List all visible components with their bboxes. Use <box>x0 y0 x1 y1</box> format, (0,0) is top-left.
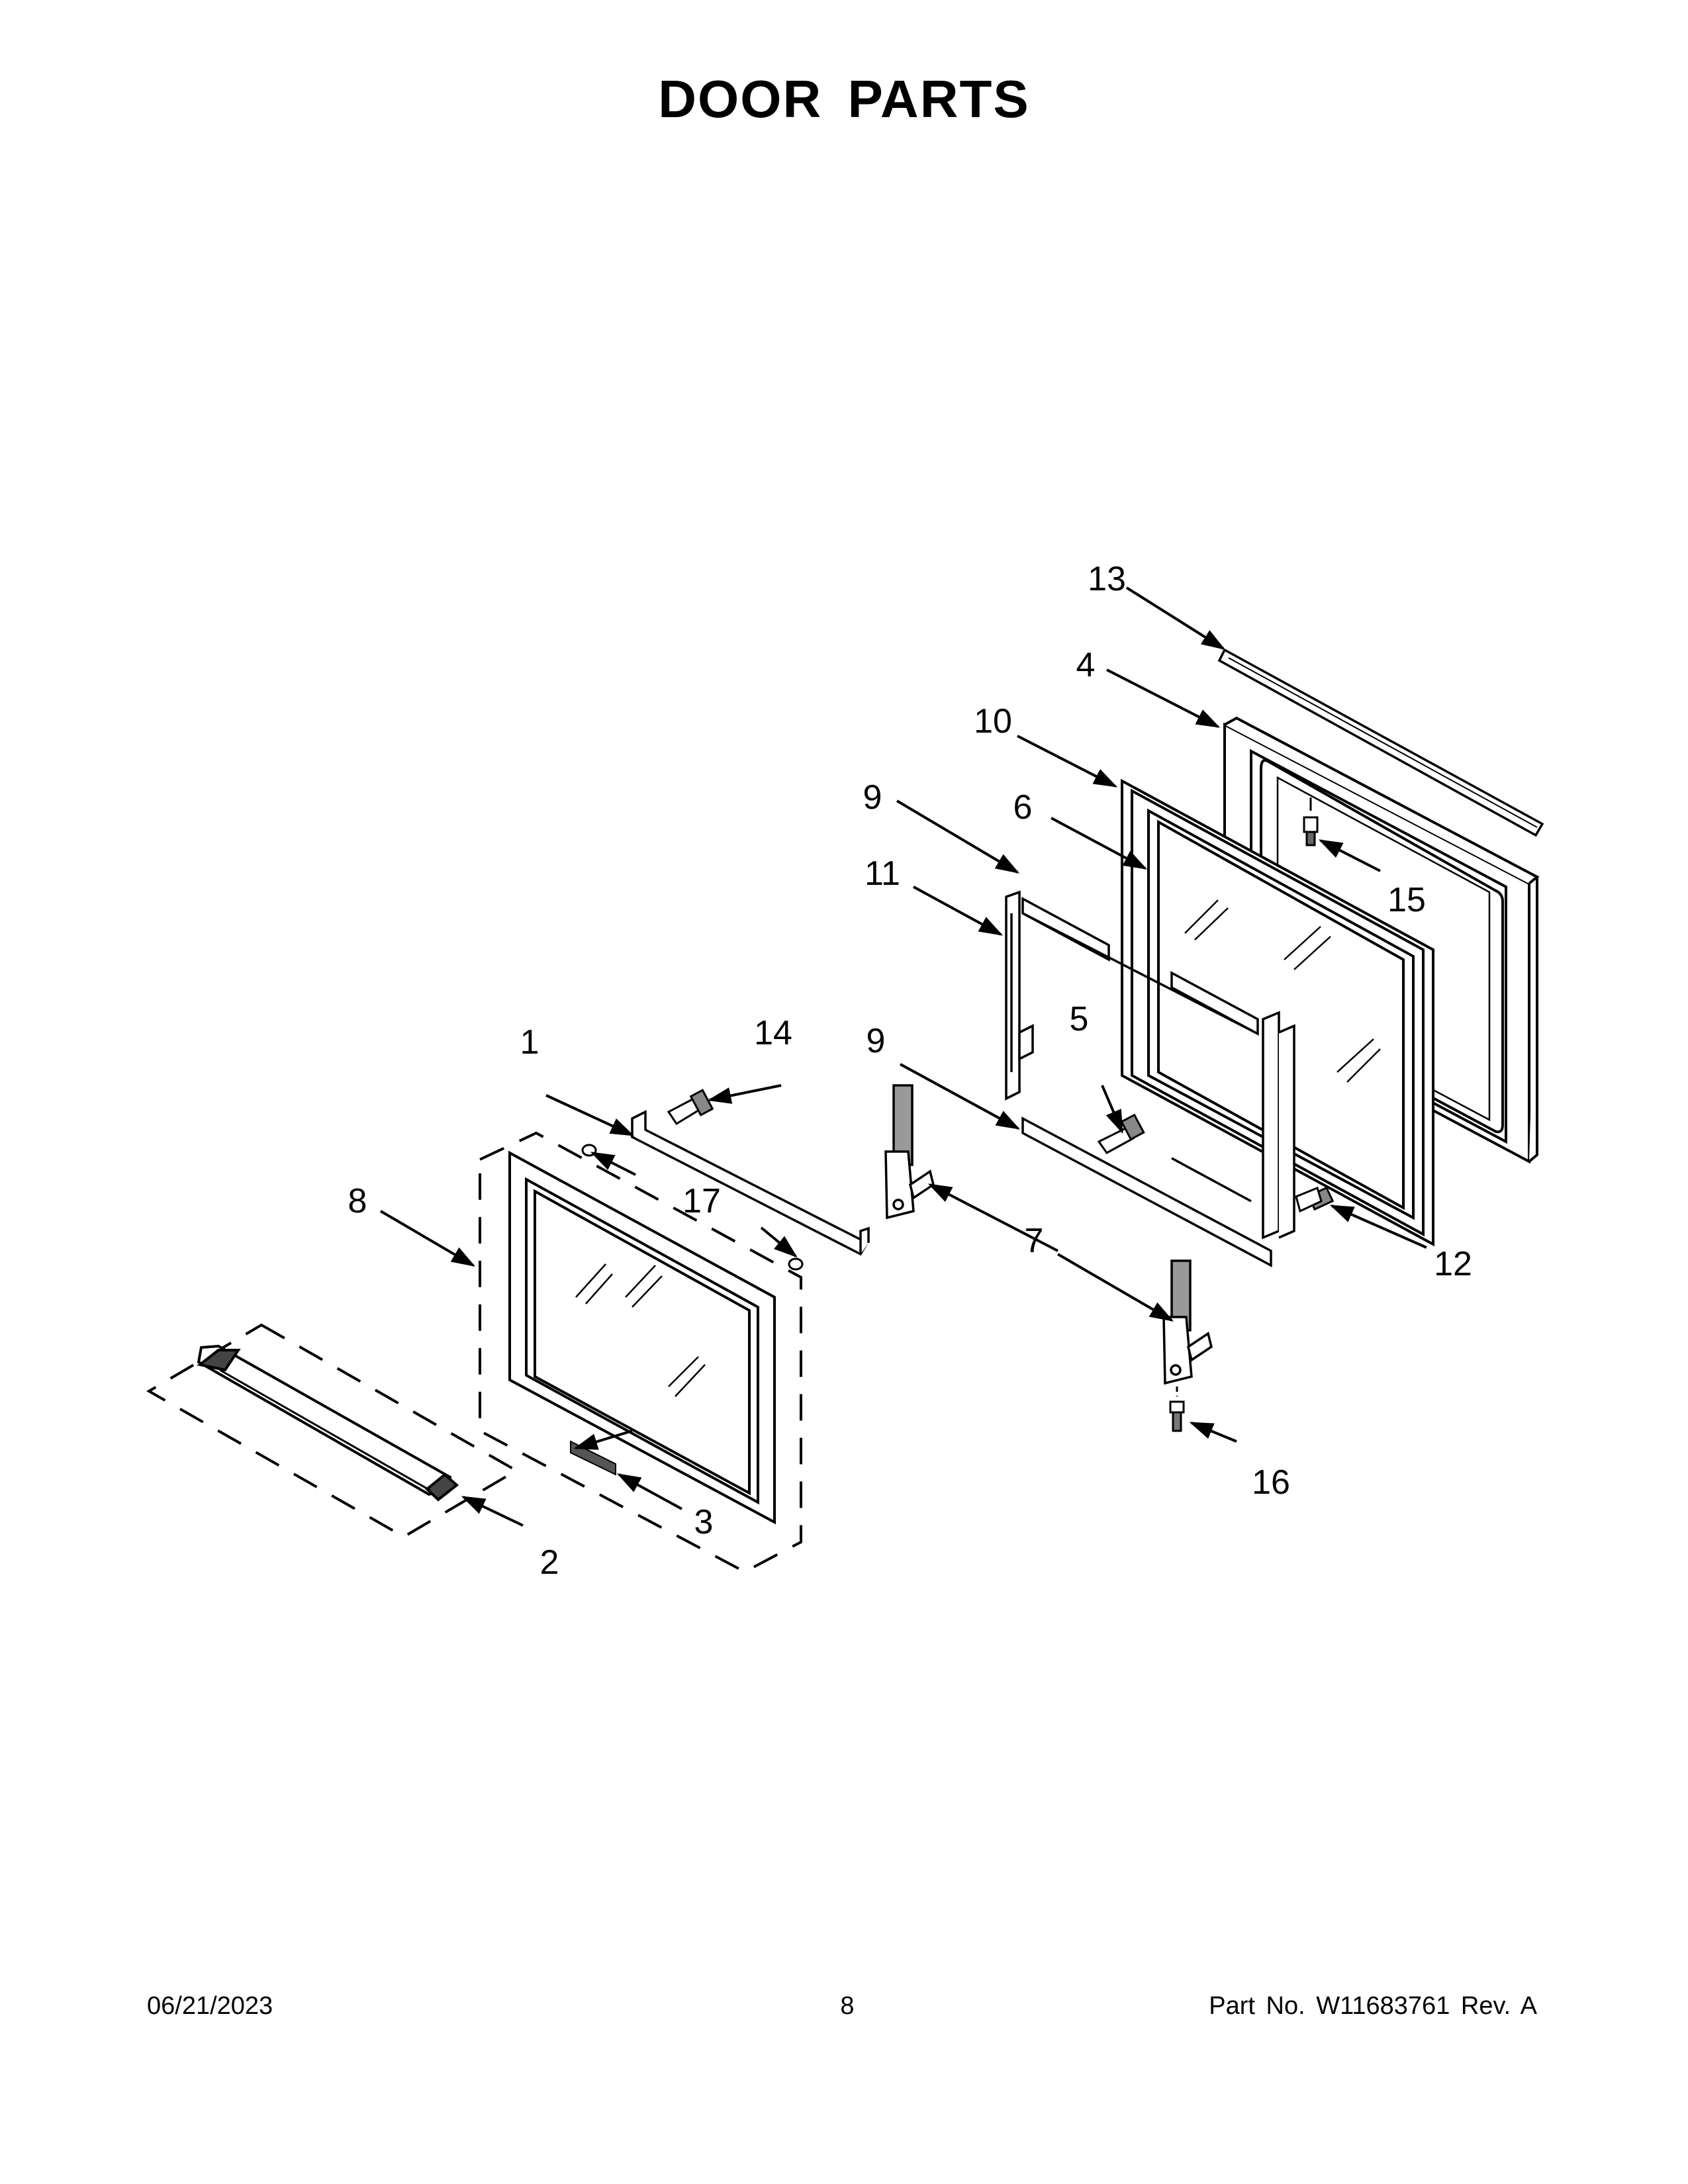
callout-leaders <box>379 586 1427 1527</box>
hinge-upper <box>884 1084 935 1220</box>
callout-1: 1 <box>520 1023 539 1062</box>
callout-8: 8 <box>348 1182 367 1220</box>
side-glass-bracket <box>1005 890 1034 1101</box>
hinge-lower <box>1162 1259 1213 1385</box>
callout-7: 7 <box>1025 1222 1044 1260</box>
door-handle <box>146 1323 519 1539</box>
top-trim-strip <box>1217 648 1544 837</box>
callout-3: 3 <box>694 1503 714 1541</box>
screw-part-5 <box>1097 1113 1145 1154</box>
callout-4: 4 <box>1076 646 1096 684</box>
right-side-bracket <box>1262 1011 1295 1240</box>
callout-17: 17 <box>682 1182 721 1220</box>
callout-11: 11 <box>865 854 900 893</box>
screw-part-12 <box>1295 1186 1335 1213</box>
callout-2: 2 <box>540 1543 559 1582</box>
callout-13: 13 <box>1088 560 1126 598</box>
glass-support-lower <box>1021 1116 1272 1267</box>
footer-page-number: 8 <box>840 1992 855 2020</box>
door-top-bracket <box>630 1110 870 1256</box>
callout-9-upper: 9 <box>863 778 882 817</box>
screw-part-15 <box>1303 797 1319 846</box>
screw-part-16 <box>1169 1387 1185 1432</box>
screw-part-14 <box>667 1089 714 1126</box>
callout-12: 12 <box>1434 1245 1472 1283</box>
callout-14: 14 <box>754 1014 792 1052</box>
callout-16: 16 <box>1252 1463 1290 1502</box>
callout-15: 15 <box>1387 881 1426 919</box>
callout-6: 6 <box>1013 788 1033 827</box>
spacer-part-17-b <box>788 1257 804 1271</box>
outer-door-panel <box>479 1131 802 1574</box>
footer-date: 06/21/2023 <box>147 1992 273 2020</box>
callout-9-lower: 9 <box>867 1022 886 1060</box>
glass-support-upper <box>1021 897 1259 1036</box>
inner-glass <box>1147 808 1415 1220</box>
footer-part-number: Part No. W11683761 Rev. A <box>1209 1992 1537 2020</box>
page-title: DOOR PARTS <box>658 69 1030 128</box>
callout-10: 10 <box>974 702 1012 741</box>
callout-5: 5 <box>1070 1000 1089 1038</box>
